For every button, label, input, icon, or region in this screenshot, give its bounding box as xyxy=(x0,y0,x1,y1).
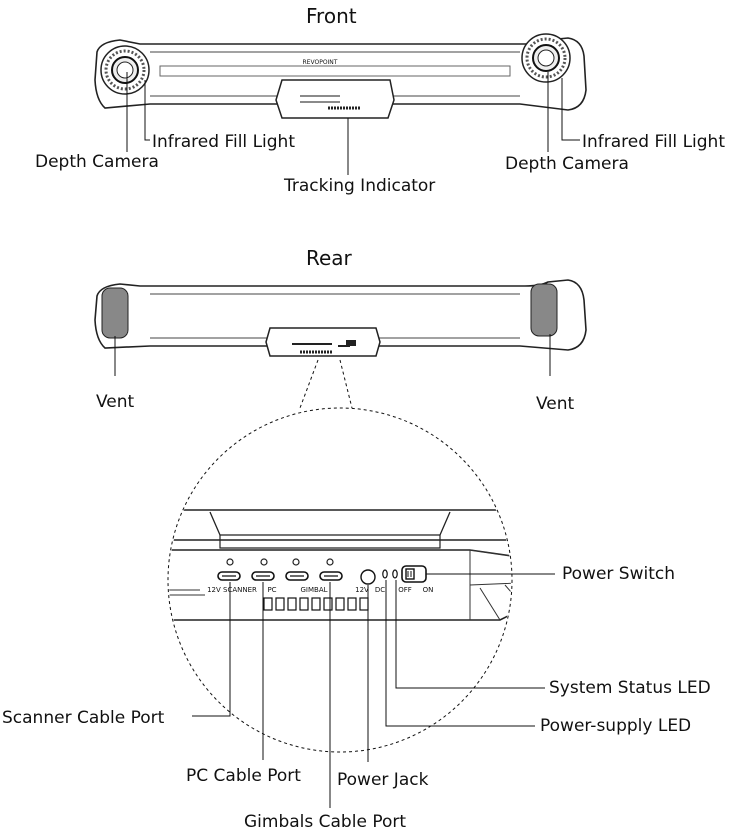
power-supply-led-label: Power-supply LED xyxy=(540,716,692,736)
detail-magnifier xyxy=(167,359,513,753)
scanner-cable-port-label: Scanner Cable Port xyxy=(2,708,165,728)
left-depth-camera-label: Depth Camera xyxy=(35,152,159,172)
front-view: REVOPOINT xyxy=(94,33,587,175)
front-tracking-module xyxy=(275,79,395,119)
right-infrared-fill-light-label: Infrared Fill Light xyxy=(582,132,725,152)
gimbals-cable-port-label: Gimbals Cable Port xyxy=(244,812,407,832)
tracking-light-segments xyxy=(263,597,369,611)
rear-port-module xyxy=(265,327,381,357)
left-vent-label: Vent xyxy=(96,392,135,412)
right-vent-grille xyxy=(530,283,558,337)
left-infrared-fill-light-label: Infrared Fill Light xyxy=(152,132,295,152)
label-12v-scanner: 12V SCANNER xyxy=(207,586,257,594)
detail-circle xyxy=(167,407,513,753)
detail-leaders xyxy=(192,573,555,808)
right-vent-label: Vent xyxy=(536,394,575,414)
system-status-led-label: System Status LED xyxy=(549,678,711,698)
power-switch-label: Power Switch xyxy=(562,564,676,584)
label-pc: PC xyxy=(267,586,276,594)
left-vent-grille xyxy=(101,287,129,339)
power-supply-led xyxy=(382,569,388,579)
power-jack xyxy=(360,569,376,585)
front-title: Front xyxy=(306,4,357,28)
right-depth-camera-label: Depth Camera xyxy=(505,154,629,174)
label-dc: DC xyxy=(375,586,385,594)
label-on: ON xyxy=(423,586,434,594)
power-jack-label: Power Jack xyxy=(337,770,429,790)
label-off: OFF xyxy=(398,586,412,594)
label-12v: 12V xyxy=(355,586,369,594)
pc-cable-port-label: PC Cable Port xyxy=(186,766,301,786)
tracking-indicator-label: Tracking Indicator xyxy=(284,176,436,196)
detail-enlarged-panel: 12V SCANNER PC GIMBAL 12V DC OFF ON xyxy=(169,509,511,621)
front-brand-text: REVOPOINT xyxy=(303,59,338,66)
system-status-led xyxy=(392,569,398,579)
rear-title: Rear xyxy=(306,246,352,270)
rear-bar-body xyxy=(94,279,587,351)
label-gimbal: GIMBAL xyxy=(300,586,327,594)
rear-view xyxy=(94,279,587,376)
